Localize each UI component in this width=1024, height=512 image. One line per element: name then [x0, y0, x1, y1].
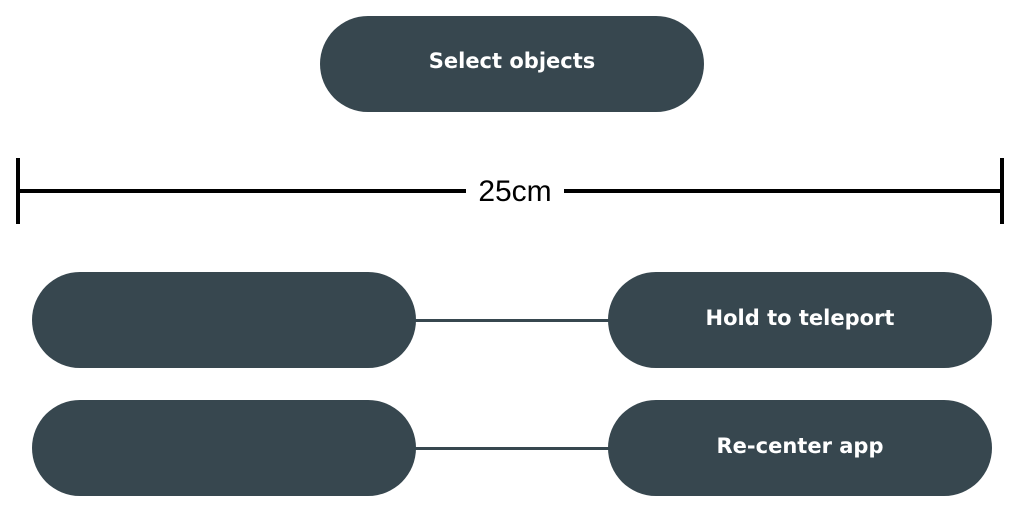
select-objects-label: Select objects [320, 16, 704, 112]
hold-to-teleport-text: Hold to teleport [705, 306, 895, 330]
scale-line-left [16, 189, 466, 193]
connector-line-2 [414, 447, 610, 450]
hold-to-teleport-label: Hold to teleport [608, 272, 992, 368]
scale-label: 25cm [478, 175, 552, 208]
re-center-app-text: Re-center app [716, 434, 884, 458]
scale-tick-right [1000, 158, 1004, 224]
controller-button-2 [32, 400, 416, 496]
controller-button-1 [32, 272, 416, 368]
select-objects-text: Select objects [428, 49, 596, 73]
scale-line-right [564, 189, 1004, 193]
connector-line-1 [414, 319, 610, 322]
re-center-app-label: Re-center app [608, 400, 992, 496]
